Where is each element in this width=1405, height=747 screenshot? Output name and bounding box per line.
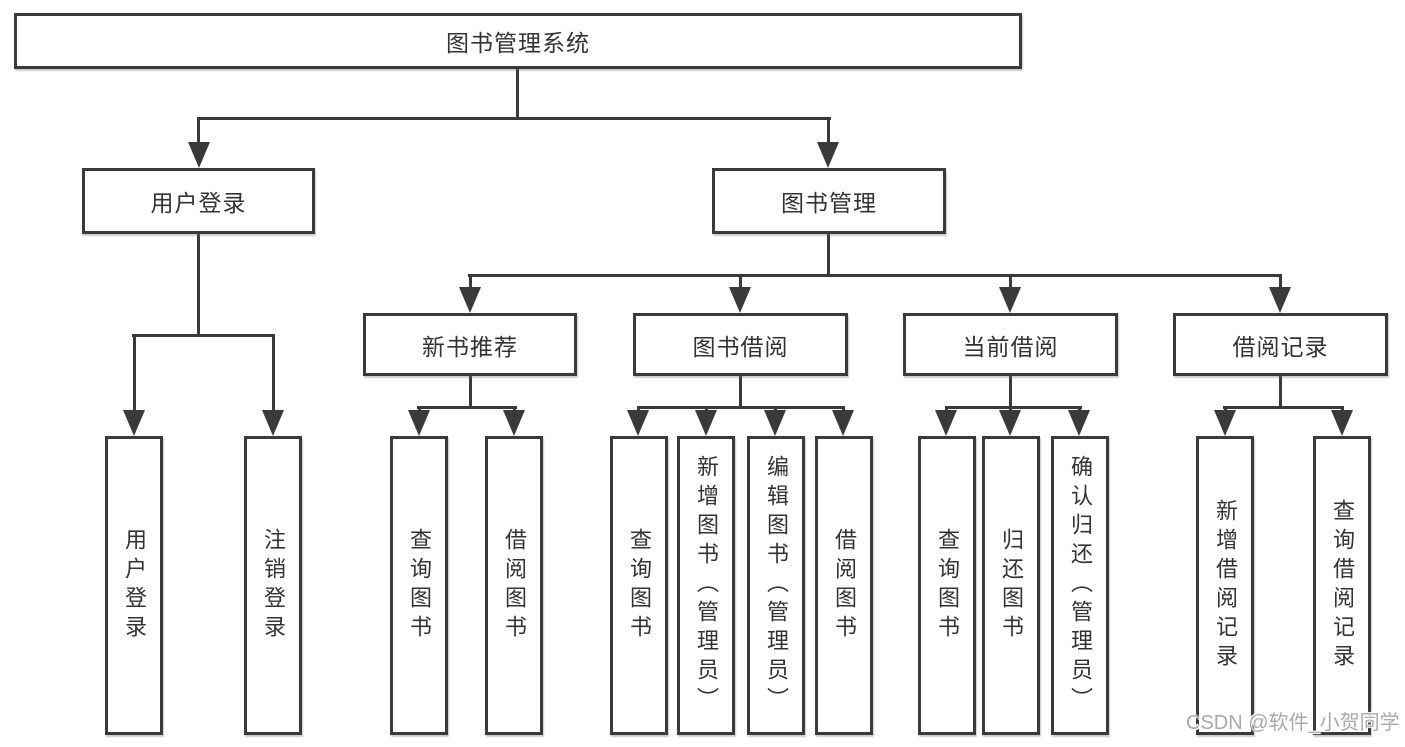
leaf-query-books-current: 查询图书 xyxy=(918,436,976,735)
arrowhead-leaf-query-borrow-record xyxy=(1331,410,1353,436)
arrowhead-leaf-return-books xyxy=(999,410,1021,436)
connector-new-book-trunk xyxy=(469,376,472,409)
arrowhead-current-borrowing xyxy=(999,287,1021,313)
arrowhead-leaf-borrow-books-borrowing xyxy=(832,410,854,436)
leaf-borrow-books-recommend: 借阅图书 xyxy=(485,436,543,735)
connector-drop-new-book xyxy=(469,274,472,290)
arrowhead-book-borrowing xyxy=(729,287,751,313)
connector-root-split xyxy=(197,117,831,120)
connector-book-borrowing-trunk xyxy=(739,376,742,409)
node-borrowing-records: 借阅记录 xyxy=(1173,313,1388,376)
node-book-management: 图书管理 xyxy=(712,168,946,234)
connector-user-login-trunk xyxy=(197,234,200,337)
node-current-borrowing: 当前借阅 xyxy=(903,313,1118,376)
leaf-confirm-return-admin: 确认归还（管理员） xyxy=(1051,436,1109,735)
node-book-borrowing: 图书借阅 xyxy=(633,313,848,376)
leaf-return-books: 归还图书 xyxy=(982,436,1040,735)
connector-new-book-split xyxy=(417,406,517,409)
connector-drop-borrowing-records xyxy=(1279,274,1282,290)
leaf-borrow-books-borrowing: 借阅图书 xyxy=(815,436,873,735)
arrowhead-leaf-query-books-current xyxy=(935,410,957,436)
leaf-logout: 注销登录 xyxy=(244,436,302,735)
arrowhead-leaf-edit-books-admin xyxy=(764,410,786,436)
arrowhead-leaf-user-login xyxy=(123,410,145,436)
connector-root-trunk xyxy=(516,69,519,120)
connector-borrowing-records-split xyxy=(1223,406,1344,409)
arrowhead-leaf-query-books-borrowing xyxy=(627,410,649,436)
arrowhead-user-login xyxy=(188,142,210,168)
connector-book-management-split xyxy=(468,274,1282,277)
connector-drop-user-login xyxy=(197,117,200,147)
leaf-add-borrow-record: 新增借阅记录 xyxy=(1196,436,1254,735)
connector-drop-current-borrowing xyxy=(1009,274,1012,290)
arrowhead-borrowing-records xyxy=(1269,287,1291,313)
leaf-edit-books-admin: 编辑图书（管理员） xyxy=(747,436,805,735)
leaf-query-borrow-record: 查询借阅记录 xyxy=(1313,436,1371,735)
arrowhead-book-management xyxy=(817,142,839,168)
connector-drop-leaf-logout xyxy=(272,334,275,414)
arrowhead-leaf-add-books-admin xyxy=(695,410,717,436)
leaf-query-books-recommend: 查询图书 xyxy=(390,436,448,735)
leaf-add-books-admin: 新增图书（管理员） xyxy=(677,436,735,735)
connector-borrowing-records-trunk xyxy=(1279,376,1282,409)
connector-user-login-split xyxy=(132,334,275,337)
csdn-watermark: CSDN @软件_小贺同学 xyxy=(1186,712,1400,734)
arrowhead-leaf-borrow-books-recommend xyxy=(503,410,525,436)
node-user-login: 用户登录 xyxy=(82,168,315,234)
arrowhead-new-book xyxy=(459,287,481,313)
connector-drop-book-management xyxy=(827,117,830,147)
connector-current-borrowing-trunk xyxy=(1009,376,1012,409)
arrowhead-leaf-logout xyxy=(262,410,284,436)
node-library-management-system: 图书管理系统 xyxy=(14,13,1022,69)
arrowhead-leaf-query-books-recommend xyxy=(408,410,430,436)
connector-drop-book-borrowing xyxy=(739,274,742,290)
leaf-query-books-borrowing: 查询图书 xyxy=(610,436,668,735)
connector-drop-leaf-user-login xyxy=(133,334,136,414)
leaf-user-login: 用户登录 xyxy=(105,436,163,735)
arrowhead-leaf-confirm-return-admin xyxy=(1068,410,1090,436)
node-new-book-recommend: 新书推荐 xyxy=(363,313,577,376)
arrowhead-leaf-add-borrow-record xyxy=(1214,410,1236,436)
connector-current-borrowing-split xyxy=(945,406,1082,409)
connector-book-borrowing-split xyxy=(637,406,845,409)
connector-book-management-trunk xyxy=(827,234,830,277)
